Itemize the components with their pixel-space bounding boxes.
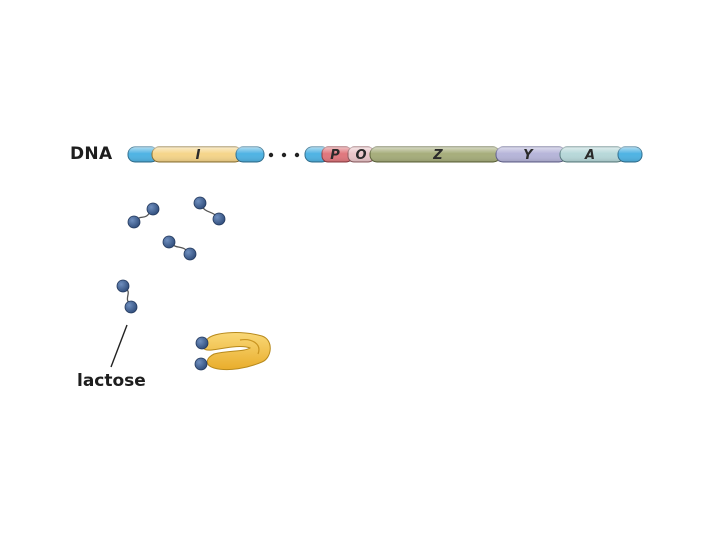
- dot: [268, 152, 274, 158]
- lactose-molecule: [127, 202, 160, 229]
- y-gene-label: Y: [523, 148, 534, 163]
- bound-lactose-bead: [194, 357, 208, 371]
- lactose-bead: [193, 196, 207, 210]
- dot: [294, 152, 300, 158]
- promoter-label: P: [330, 148, 340, 163]
- lactose-molecule: [162, 235, 197, 261]
- dna-segment-operon: P O Z Y A: [304, 146, 643, 163]
- bound-lactose-bead: [195, 336, 209, 350]
- lactose-bead: [146, 202, 160, 216]
- ellipsis-dots: [268, 152, 300, 158]
- regulator-gene-label: I: [196, 148, 201, 163]
- a-gene-label: A: [584, 148, 595, 163]
- tube-highlight: [305, 147, 642, 162]
- z-gene-label: Z: [432, 148, 443, 163]
- repressor-protein: [194, 332, 271, 371]
- lactose-molecule: [193, 196, 226, 226]
- lactose-bead: [124, 300, 138, 314]
- tube-highlight: [128, 147, 264, 162]
- lactose-bead: [116, 279, 130, 293]
- lactose-label: lactose: [77, 371, 146, 391]
- operator-label: O: [355, 148, 366, 163]
- dot: [281, 152, 287, 158]
- lactose-bead: [212, 212, 226, 226]
- dna-segment-regulator: I: [127, 146, 265, 163]
- lactose-pointer-line: [110, 324, 128, 368]
- lactose-bead: [162, 235, 176, 249]
- repressor-fold: [239, 339, 260, 355]
- lactose-molecule: [116, 279, 138, 314]
- repressor-body: [202, 332, 271, 371]
- lactose-bead: [127, 215, 141, 229]
- lactose-bead: [183, 247, 197, 261]
- dna-label: DNA: [70, 144, 113, 164]
